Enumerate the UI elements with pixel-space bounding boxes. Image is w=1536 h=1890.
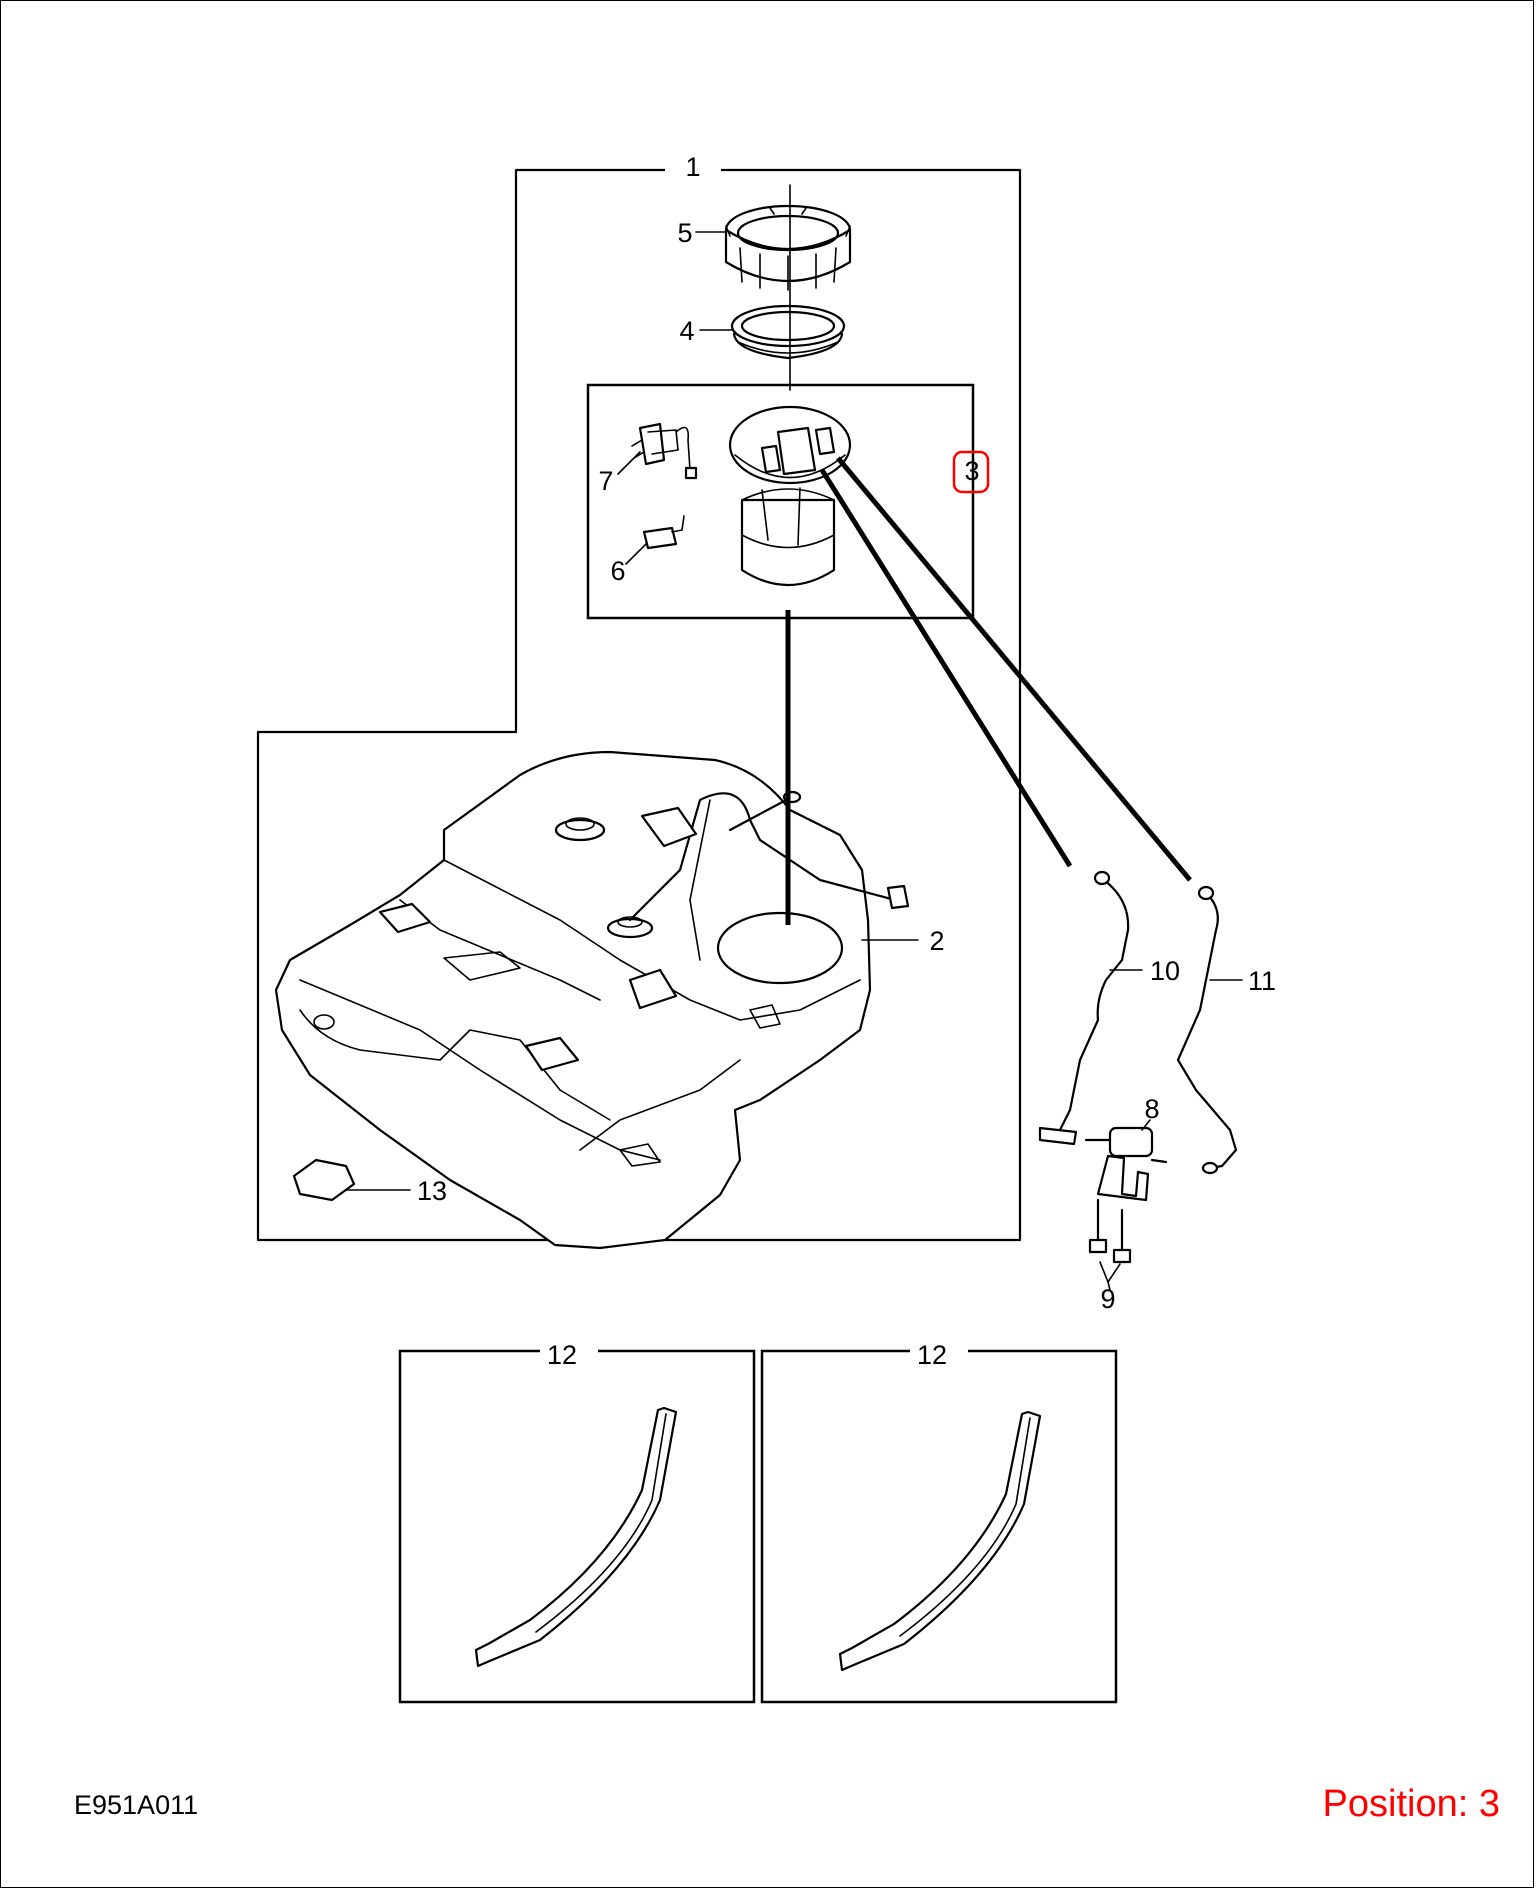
leader-6 xyxy=(625,543,647,565)
group-12-box-left xyxy=(398,1349,756,1704)
callout-8: 8 xyxy=(1144,1094,1159,1124)
fuel-filter-part-8 xyxy=(1084,1126,1168,1202)
group-1-outline xyxy=(256,168,1022,1242)
position-indicator: Position: 3 xyxy=(1322,1783,1500,1825)
filter-part-6 xyxy=(642,515,685,550)
nuts-part-9 xyxy=(1088,1198,1132,1291)
tank-strap-part-12-right xyxy=(838,1410,1042,1672)
connection-line-11 xyxy=(836,456,1192,882)
seal-ring-part-4 xyxy=(730,304,846,360)
diagram-code: E951A011 xyxy=(74,1790,199,1820)
group-12-box-right xyxy=(760,1349,1118,1704)
callout-13: 13 xyxy=(417,1176,447,1206)
callout-12-right: 12 xyxy=(917,1340,947,1370)
fuel-pump-module-part-3 xyxy=(728,405,852,586)
callout-4: 4 xyxy=(679,316,694,346)
connection-line-10 xyxy=(819,468,1073,868)
callout-11: 11 xyxy=(1248,966,1276,996)
callout-1: 1 xyxy=(685,152,700,182)
group-3-box xyxy=(586,383,975,620)
level-sender-part-7 xyxy=(631,422,698,480)
callout-7: 7 xyxy=(598,466,613,496)
pad-part-13 xyxy=(292,1158,356,1202)
tank-strap-part-12-left xyxy=(474,1406,678,1668)
callout-3: 3 xyxy=(964,456,979,486)
callout-5: 5 xyxy=(677,218,692,248)
callout-9: 9 xyxy=(1100,1284,1115,1314)
callout-3-highlight xyxy=(952,450,990,494)
callout-2: 2 xyxy=(929,926,944,956)
lock-ring-part-5 xyxy=(724,204,852,291)
leader-8 xyxy=(1141,1119,1151,1131)
fuel-line-part-10 xyxy=(1038,870,1130,1146)
leader-7 xyxy=(617,451,641,475)
callout-6: 6 xyxy=(610,556,625,586)
callout-10: 10 xyxy=(1150,956,1180,986)
fuel-tank-part-2 xyxy=(274,750,910,1250)
callout-12-left: 12 xyxy=(547,1340,577,1370)
fuel-line-part-11 xyxy=(1176,885,1238,1175)
